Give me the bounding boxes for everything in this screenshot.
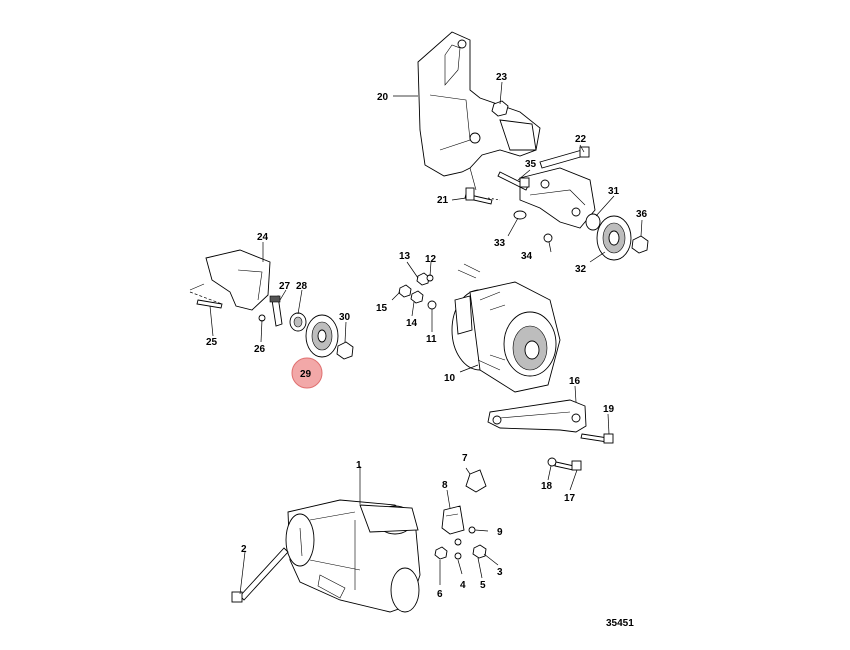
spacer-28	[289, 312, 307, 332]
callout-31: 31	[608, 186, 620, 197]
callout-7: 7	[462, 453, 468, 464]
bolt-17	[554, 460, 582, 471]
bolt-25	[196, 299, 223, 309]
callout-33: 33	[494, 238, 506, 249]
callout-28: 28	[296, 281, 308, 292]
alternator-10	[451, 263, 561, 393]
pulley-bracket-24	[189, 249, 271, 311]
callout-8: 8	[442, 480, 448, 491]
spacer-31	[585, 213, 601, 231]
stud-21	[464, 187, 501, 205]
starter-hardware-3-6-9	[434, 526, 487, 560]
callout-20: 20	[377, 92, 389, 103]
bolt-2	[231, 547, 289, 603]
callout-10: 10	[444, 373, 456, 384]
starter-motor-1	[285, 499, 421, 613]
callout-9: 9	[497, 527, 503, 538]
nut-36	[631, 235, 649, 254]
callout-19: 19	[603, 404, 615, 415]
callout-12: 12	[425, 254, 437, 265]
callout-1: 1	[356, 460, 362, 471]
terminal-7	[465, 469, 487, 493]
callout-13: 13	[399, 251, 411, 262]
callout-15: 15	[376, 303, 388, 314]
callout-18: 18	[541, 481, 553, 492]
idler-pulley-32	[596, 215, 632, 261]
callout-35: 35	[525, 159, 537, 170]
callout-23: 23	[496, 72, 508, 83]
alternator-mounting-bracket	[417, 31, 541, 191]
nut-23	[491, 100, 509, 117]
highlight-circle[interactable]	[291, 357, 323, 389]
callout-34: 34	[521, 251, 533, 262]
nut-30	[336, 341, 354, 360]
callout-22: 22	[575, 134, 587, 145]
reference-number: 35451	[606, 618, 634, 629]
callout-24: 24	[257, 232, 269, 243]
bolt-27	[269, 295, 283, 327]
leader-lines	[209, 81, 643, 595]
callout-6: 6	[437, 589, 443, 600]
washer-18	[547, 457, 557, 467]
callout-36: 36	[636, 209, 648, 220]
callout-17: 17	[564, 493, 576, 504]
washer-33	[513, 210, 527, 220]
callout-14: 14	[406, 318, 418, 329]
callout-26: 26	[254, 344, 266, 355]
alternator-brace-16	[487, 399, 587, 433]
callout-11: 11	[426, 334, 437, 345]
callout-16: 16	[569, 376, 581, 387]
callout-3: 3	[497, 567, 503, 578]
callout-2: 2	[241, 544, 247, 555]
bolt-19	[580, 433, 614, 444]
callout-25: 25	[206, 337, 218, 348]
solenoid-switch-8	[441, 505, 465, 535]
lower-bracket-arm	[519, 167, 596, 229]
callout-27: 27	[279, 281, 291, 292]
callout-5: 5	[480, 580, 486, 591]
small-hardware-11-15	[398, 272, 437, 310]
callout-21: 21	[437, 195, 449, 206]
callout-29: 29	[300, 369, 312, 380]
washer-34	[543, 233, 553, 243]
callout-4: 4	[460, 580, 466, 591]
bolt-35	[497, 171, 530, 191]
callout-labels: 1 2 3 4 5 6 7 8 9 10 11 12 13 14 15 16 1…	[206, 72, 648, 600]
callout-30: 30	[339, 312, 351, 323]
callout-32: 32	[575, 264, 587, 275]
idler-pulley-29	[305, 314, 339, 358]
bolt-22	[539, 146, 590, 169]
